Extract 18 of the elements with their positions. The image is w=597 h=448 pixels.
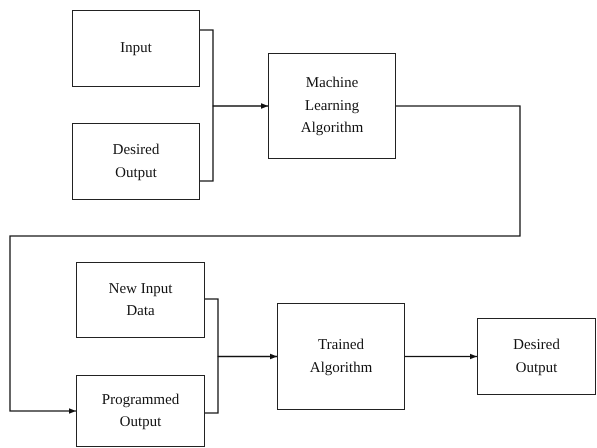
process-box [72, 123, 200, 200]
process-box [72, 10, 200, 87]
process-box [76, 262, 205, 338]
process-box [268, 53, 396, 159]
box-label: Desired Output [512, 336, 561, 378]
box-label: New Input Data [108, 280, 174, 321]
process-box [477, 318, 596, 395]
box-label: Programmed Output [100, 390, 180, 432]
arrow [9, 105, 521, 414]
arrow [200, 103, 268, 182]
arrow [405, 354, 477, 360]
box-label: Input [120, 39, 152, 58]
process-box [277, 303, 405, 410]
box-label: Machine Learning Algorithm [300, 74, 364, 138]
process-box [76, 375, 205, 447]
arrow [205, 354, 277, 414]
box-label: Desired Output [112, 141, 160, 182]
box-label: Trained Algorithm [308, 336, 374, 378]
